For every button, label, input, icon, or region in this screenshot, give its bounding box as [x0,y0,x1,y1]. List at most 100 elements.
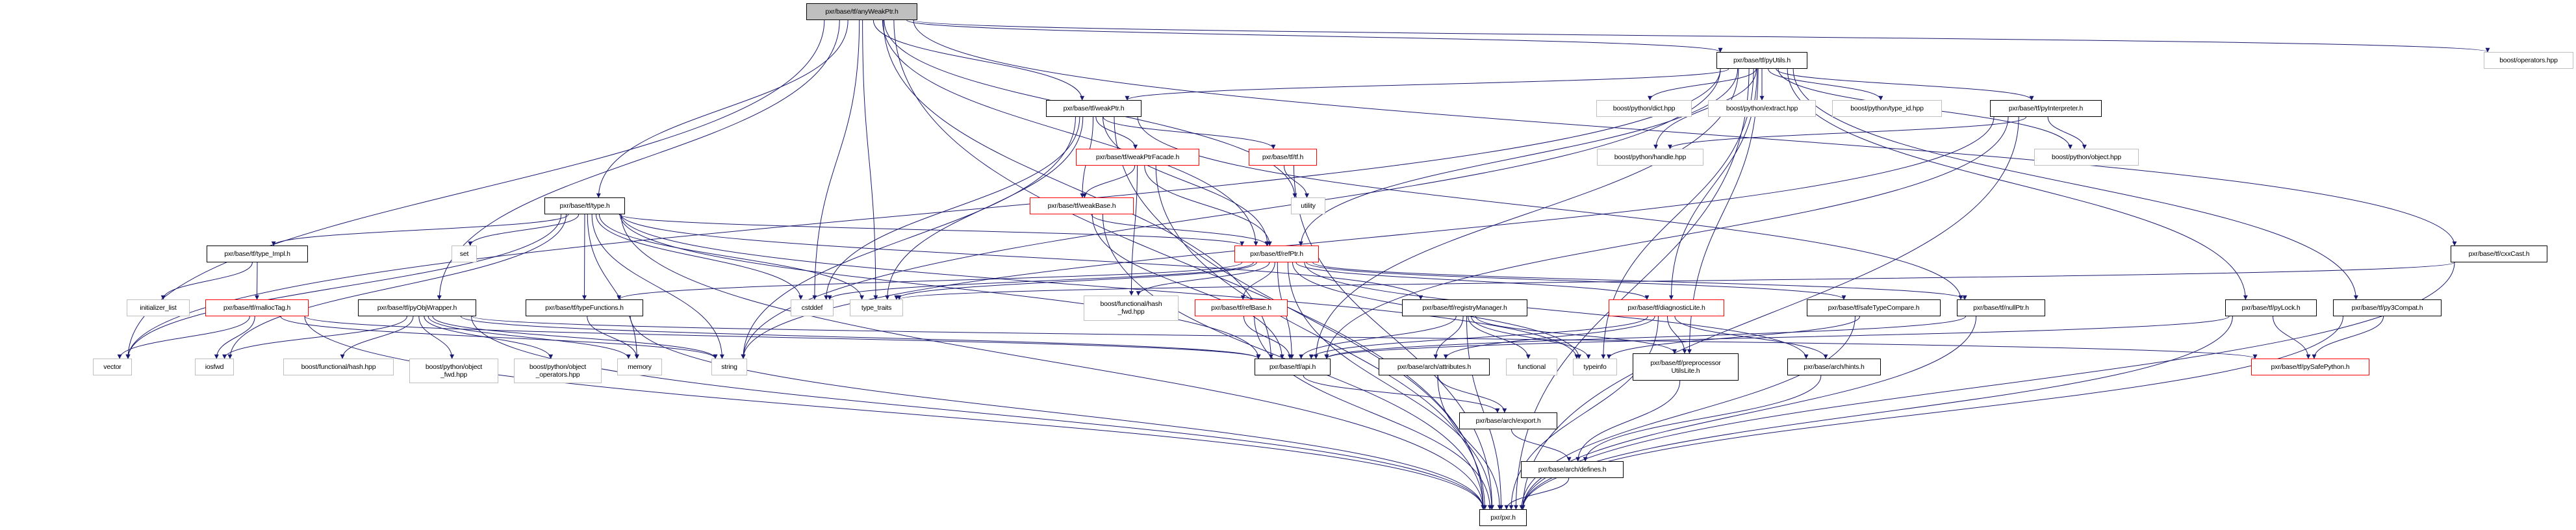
edge-refBase-to-api [1243,316,1293,359]
graph-node-py-interpreter[interactable]: pxr/base/tf/pyInterpreter.h [1990,100,2102,117]
graph-node-set: set [452,246,477,262]
edge-cxxCast-to-typeTraits [897,262,2455,300]
graph-node-type[interactable]: pxr/base/tf/type.h [544,197,625,214]
graph-node-hints[interactable]: pxr/base/arch/hints.h [1787,359,1881,375]
graph-node-pxr[interactable]: pxr/pxr.h [1479,509,1527,526]
graph-node-py3-compat[interactable]: pxr/base/tf/py3Compat.h [2333,299,2442,316]
graph-node-attributes[interactable]: pxr/base/arch/attributes.h [1379,359,1490,375]
graph-node-object-ops: boost/python/object _operators.hpp [514,359,602,383]
graph-node-type-id: boost/python/type_id.hpp [1832,100,1942,117]
edge-refPtr-to-nullPtr [1312,262,1967,300]
edge-weakPtrFacade-to-refPtr [1144,165,1272,246]
graph-node-weak-ptr[interactable]: pxr/base/tf/weakPtr.h [1046,100,1141,117]
edge-attributes-to-pxr [1437,375,1502,510]
edge-pyLock-to-api [1324,316,2230,359]
edge-anyWeakPtr-to-cxxCast [913,19,2457,246]
edge-anyWeakPtr-to-pyObjWrapper [437,19,840,300]
edge-diagnosticLite-to-api [1308,316,1648,359]
edge-pyUtils-to-typeId [1768,68,1883,101]
edge-export-to-defines [1511,429,1572,462]
edge-typeFunctions-to-memory [587,316,639,359]
edge-anyWeakPtr-to-api [883,19,1273,359]
edge-defines-to-pxr [1504,477,1570,510]
edge-weakPtrFacade-to-weakBase [1082,165,1136,198]
edge-safeTypeCompare-to-typeinfo [1607,316,1861,359]
edge-diagnosticLite-to-ppUtils [1666,316,1687,354]
edge-pyLock-to-pxr [1520,316,2233,510]
edge-refBase-to-pxr [1254,316,1492,510]
graph-node-cxx-cast[interactable]: pxr/base/tf/cxxCast.h [2451,246,2547,262]
graph-node-diagnostic-lite[interactable]: pxr/base/tf/diagnosticLite.h [1609,299,1724,316]
edge-weakPtr-to-refPtr [1103,116,1270,246]
edge-type-to-iosfwd [227,214,567,359]
edge-refPtr-to-hints [1304,262,1809,359]
graph-node-object-fwd: boost/python/object _fwd.hpp [409,359,498,383]
graph-node-hash-fwd: boost/functional/hash _fwd.hpp [1084,295,1179,321]
edge-type-to-refPtr [618,214,1244,246]
graph-node-memory: memory [617,359,662,375]
edge-pyLock-to-pySafePython [2273,316,2311,359]
graph-node-vector: vector [93,359,132,375]
edge-pyInterpreter-to-handle [1668,116,2027,149]
edge-diagnosticLite-to-attributes [1443,316,1655,359]
edge-anyWeakPtr-to-vector [125,19,825,359]
graph-node-safe-type-compare[interactable]: pxr/base/tf/safeTypeCompare.h [1807,299,1941,316]
graph-node-tf[interactable]: pxr/base/tf/tf.h [1249,149,1317,166]
edge-pyObjWrapper-to-objectOps [424,316,554,359]
edge-type-to-typeImpl [271,214,569,246]
edge-pyObjWrapper-to-pySafePython [472,316,2257,359]
edge-tf-to-utility [1283,165,1310,198]
graph-node-object: boost/python/object.hpp [2034,149,2139,166]
edge-refPtr-to-safeTypeCompare [1306,262,1846,300]
edge-typeFunctions-to-pxr [630,316,1486,510]
graph-node-registry-manager[interactable]: pxr/base/tf/registryManager.h [1402,299,1527,316]
graph-node-py-obj-wrapper[interactable]: pxr/base/tf/pyObjWrapper.h [358,299,476,316]
graph-node-string: string [711,359,747,375]
graph-node-type-functions[interactable]: pxr/base/tf/typeFunctions.h [526,299,643,316]
graph-node-hash: boost/functional/hash.hpp [283,359,394,375]
edge-pyUtils-to-weakPtr [1125,68,1729,101]
edge-registryManager-to-attributes [1433,316,1464,359]
edge-refPtr-to-typeFunctions [617,262,1243,300]
edge-mallocTag-to-pxr [304,316,1486,510]
edge-ppUtils-to-defines [1575,380,1681,462]
edge-attributes-to-export [1437,375,1507,413]
edge-type-to-cstddef [596,214,803,300]
edge-type-to-vector [125,214,562,359]
graph-node-type-traits: type_traits [850,299,903,316]
graph-node-typeinfo: typeinfo [1573,359,1617,375]
edge-pyInterpreter-to-object [2047,116,2087,149]
graph-node-ref-ptr[interactable]: pxr/base/tf/refPtr.h [1234,246,1319,262]
edge-pyObjWrapper-to-api [460,316,1261,359]
graph-node-ref-base[interactable]: pxr/base/tf/refBase.h [1195,299,1288,316]
edge-type-to-typeinfo [620,214,1579,359]
edge-api-to-export [1303,375,1500,413]
graph-node-py-lock[interactable]: pxr/base/tf/pyLock.h [2225,299,2317,316]
edge-mallocTag-to-vector [117,316,250,359]
edge-type-to-registryManager [620,214,1423,300]
edge-registryManager-to-functional [1468,316,1531,359]
edge-pyUtils-to-api [1314,68,1739,359]
graph-node-init-list: initializer_list [127,299,190,316]
graph-node-type-impl[interactable]: pxr/base/tf/type_Impl.h [207,246,308,262]
edge-weakPtr-to-weakPtrFacade [1095,116,1138,149]
graph-node-defines[interactable]: pxr/base/arch/defines.h [1521,461,1624,478]
edge-type-to-set [468,214,580,246]
graph-node-api[interactable]: pxr/base/tf/api.h [1255,359,1331,375]
edge-refPtr-to-diagnosticLite [1295,262,1650,300]
graph-node-null-ptr[interactable]: pxr/base/tf/nullPtr.h [1957,299,2045,316]
graph-node-weak-ptr-facade[interactable]: pxr/base/tf/weakPtrFacade.h [1076,149,1199,166]
graph-node-operators: boost/operators.hpp [2484,52,2573,69]
graph-node-py-utils[interactable]: pxr/base/tf/pyUtils.h [1716,52,1807,69]
graph-node-export[interactable]: pxr/base/arch/export.h [1459,412,1557,429]
graph-node-weak-base[interactable]: pxr/base/tf/weakBase.h [1030,197,1134,214]
edge-mallocTag-to-iosfwd [214,316,255,359]
graph-node-pp-utils[interactable]: pxr/base/tf/preprocessor UtilsLite.h [1633,353,1739,381]
graph-node-iosfwd: iosfwd [195,359,234,375]
graph-node-malloc-tag[interactable]: pxr/base/tf/mallocTag.h [205,299,309,316]
edge-type-to-string [591,214,724,359]
graph-node-dict: boost/python/dict.hpp [1596,100,1692,117]
graph-node-py-safe-python[interactable]: pxr/base/tf/pySafePython.h [2251,359,2369,375]
edge-weakPtr-to-string [741,116,1076,359]
